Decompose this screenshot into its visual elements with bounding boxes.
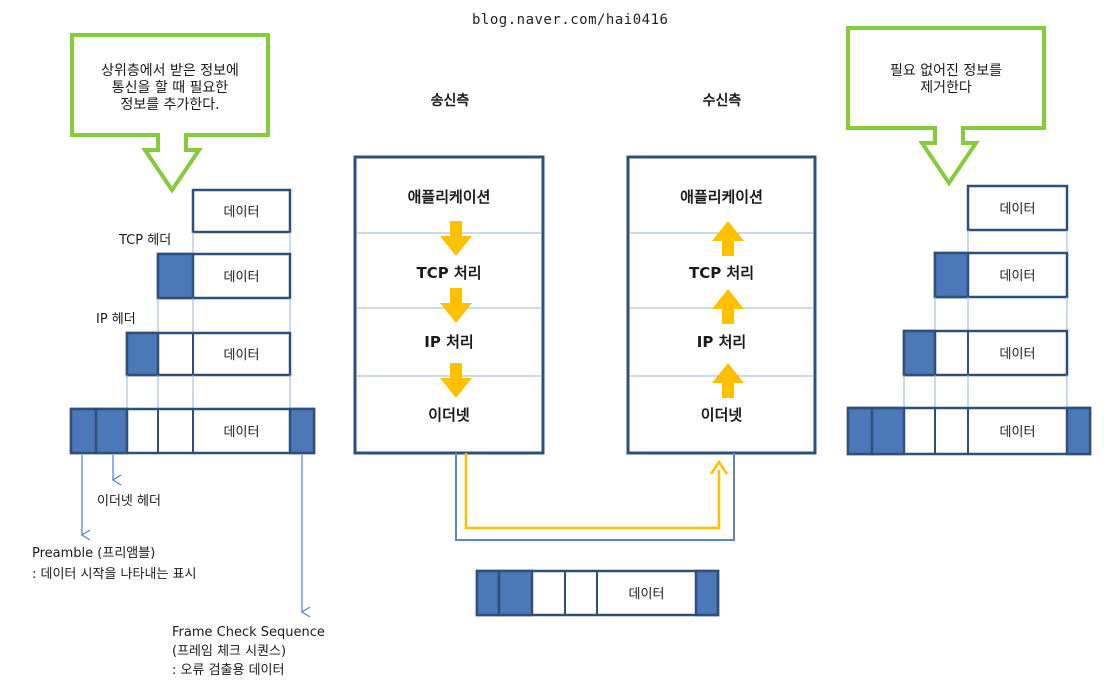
receiver-layer-tcp: TCP 처리 [688, 264, 755, 282]
left-encapsulation [69, 188, 316, 618]
preamble-desc: : 데이터 시작을 나타내는 표시 [32, 567, 197, 582]
frame-data-label: 데이터 [628, 587, 665, 602]
right-data-label-4: 데이터 [999, 425, 1036, 440]
tcp-header-label: TCP 헤더 [119, 233, 172, 248]
sender-title: 송신측 [430, 93, 470, 109]
sender-layer-tcp: TCP 처리 [416, 264, 482, 282]
right-data-label-2: 데이터 [999, 269, 1036, 284]
right-data-label-1: 데이터 [999, 202, 1036, 217]
receiver-layer-ethernet: 이더넷 [700, 406, 743, 424]
left-callout-line-1: 상위층에서 받은 정보에 [101, 63, 239, 79]
left-data-label-2: 데이터 [223, 270, 260, 285]
right-callout-line-2: 제거한다 [920, 80, 972, 96]
source-watermark: blog.naver.com/hai0416 [472, 12, 669, 28]
sender-layer-ip: IP 처리 [424, 333, 474, 351]
receiver-layer-application: 애플리케이션 [680, 188, 763, 206]
left-callout-line-3: 정보를 추가한다. [120, 97, 220, 113]
sender-layer-ethernet: 이더넷 [428, 406, 470, 424]
ethernet-header-label: 이더넷 헤더 [97, 494, 161, 509]
right-callout [846, 26, 1046, 187]
receiver-stack [626, 155, 817, 455]
right-decapsulation [846, 184, 1092, 456]
receiver-layer-ip: IP 처리 [696, 333, 747, 351]
transmission-path [455, 453, 735, 541]
transmitted-frame [475, 569, 720, 617]
left-data-label-3: 데이터 [223, 348, 260, 363]
fcs-label: Frame Check Sequence [172, 625, 325, 640]
sender-stack [353, 155, 545, 455]
receiver-title: 수신측 [702, 93, 742, 109]
right-data-label-3: 데이터 [999, 347, 1036, 362]
left-data-label-1: 데이터 [223, 205, 260, 220]
fcs-desc: : 오류 검출용 데이터 [172, 663, 285, 678]
right-callout-text: 필요 없어진 정보를 제거한다 [850, 63, 1042, 97]
right-callout-line-1: 필요 없어진 정보를 [890, 63, 1002, 79]
ip-header-label: IP 헤더 [96, 312, 136, 327]
left-callout-line-2: 통신을 할 때 필요한 [111, 80, 229, 96]
sender-layer-application: 애플리케이션 [407, 188, 491, 206]
left-data-label-4: 데이터 [223, 425, 260, 440]
left-callout-text: 상위층에서 받은 정보에 통신을 할 때 필요한 정보를 추가한다. [74, 63, 266, 114]
fcs-kr-label: (프레임 체크 시퀀스) [172, 644, 287, 659]
preamble-label: Preamble (프리앰블) [32, 546, 156, 561]
left-callout [70, 33, 270, 194]
